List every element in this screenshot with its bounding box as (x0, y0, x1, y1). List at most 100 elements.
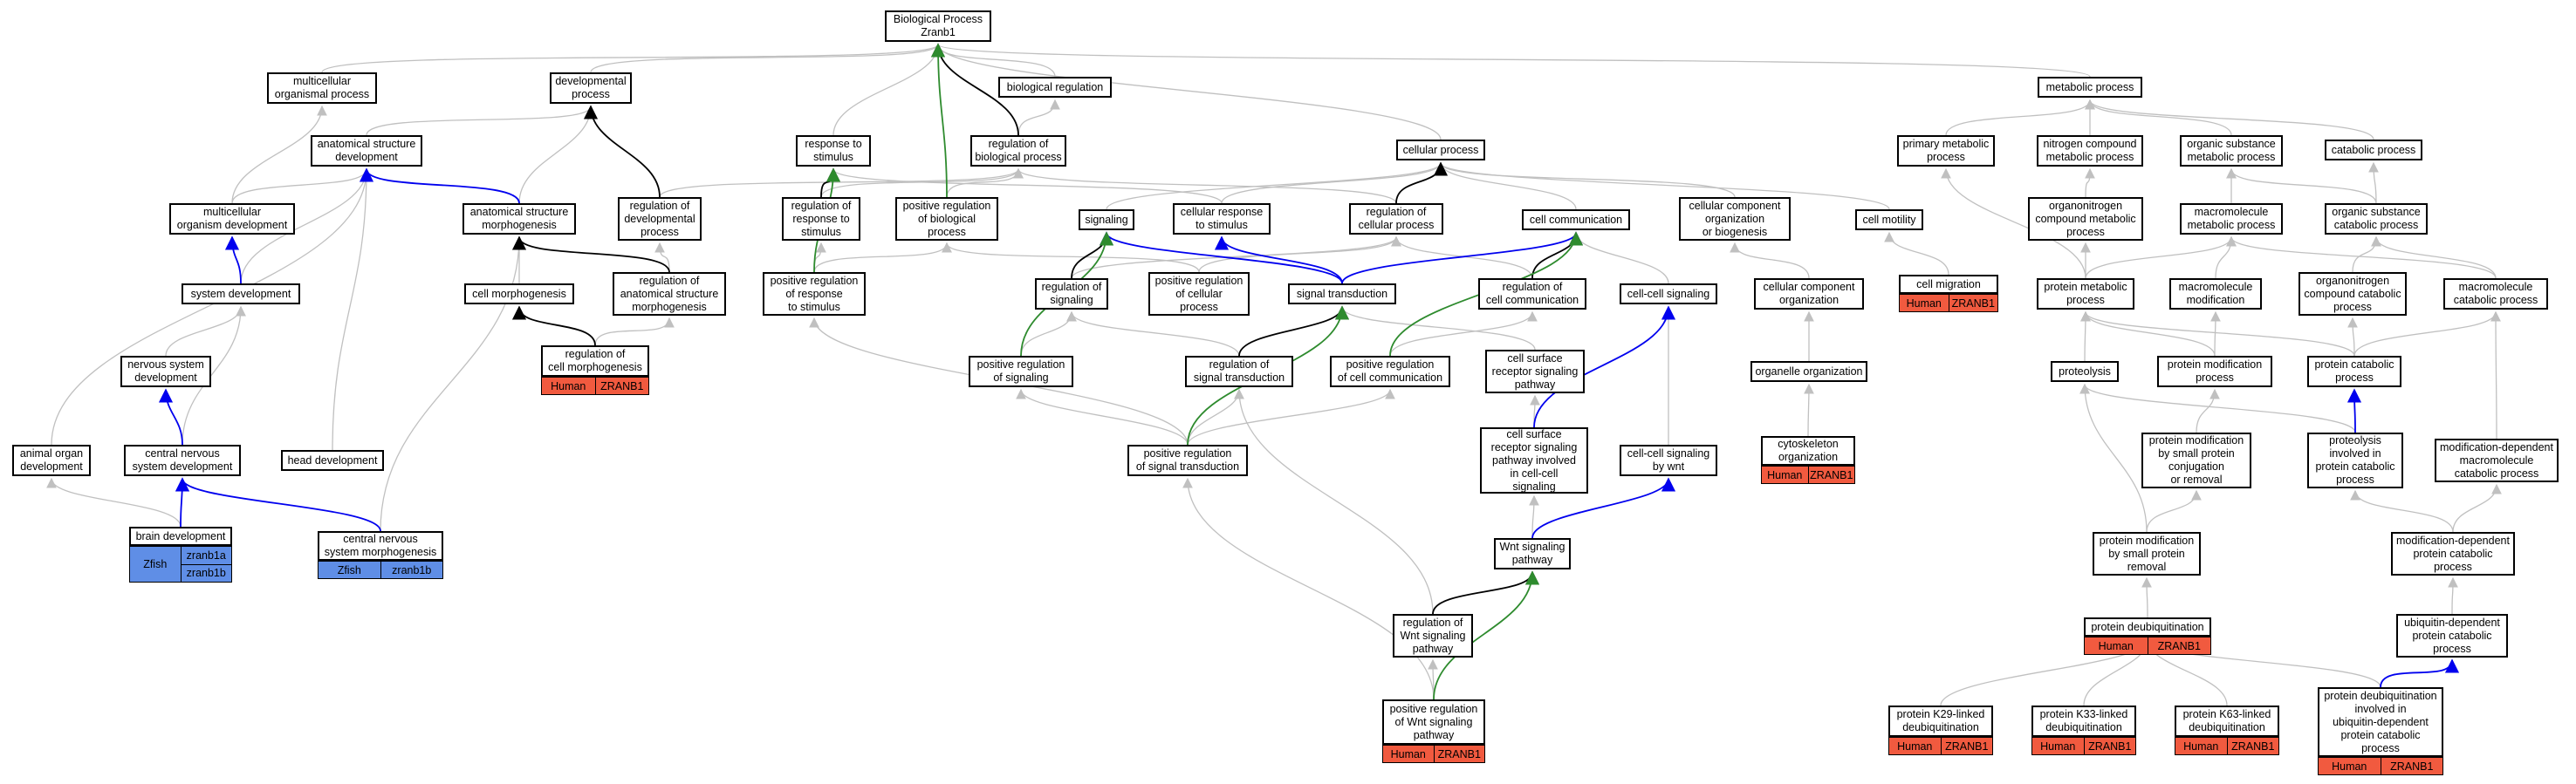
node-positive-regulation-of-response-to-stimulus[interactable]: positive regulation of response to stimu… (763, 272, 866, 316)
node-positive-regulation-of-signaling[interactable]: positive regulation of signaling (969, 356, 1073, 387)
node-system-development[interactable]: system development (182, 283, 300, 304)
edge-system-development-to-anatomical-structure-development (240, 167, 372, 284)
edge-protein-deubiquitination-involved-in-ubiquitin-dependent-protein-catabolic-process-to-ubiquitin-dependent-protein-catabolic-process (2380, 658, 2460, 688)
edge-central-nervous-system-development-to-nervous-system-development (158, 388, 183, 446)
edge-metabolic-process-to-biological-process-zranb1 (933, 43, 2091, 78)
node-multicellular-organism-development[interactable]: multicellular organism development (169, 203, 295, 235)
node-protein-catabolic-process[interactable]: protein catabolic process (2307, 356, 2401, 387)
node-response-to-stimulus[interactable]: response to stimulus (796, 135, 871, 167)
edge-cellular-process-to-biological-process-zranb1 (933, 43, 1442, 140)
node-metabolic-process[interactable]: metabolic process (2038, 77, 2142, 98)
node-regulation-of-response-to-stimulus[interactable]: regulation of response to stimulus (782, 197, 860, 241)
node-positive-regulation-of-signal-transduction[interactable]: positive regulation of signal transducti… (1127, 445, 1248, 476)
node-anatomical-structure-morphogenesis[interactable]: anatomical structure morphogenesis (462, 203, 576, 235)
species-human: Human (2032, 738, 2085, 754)
node-ubiquitin-dependent-protein-catabolic-process[interactable]: ubiquitin-dependent protein catabolic pr… (2396, 614, 2508, 658)
node-modification-dependent-protein-catabolic-process[interactable]: modification-dependent protein catabolic… (2391, 532, 2515, 576)
edge-developmental-process-to-biological-process-zranb1 (590, 43, 943, 73)
node-developmental-process[interactable]: developmental process (550, 72, 632, 104)
edge-organonitrogen-compound-metabolic-process-to-nitrogen-compound-metabolic-process (2085, 167, 2095, 198)
node-macromolecule-modification[interactable]: macromolecule modification (2169, 278, 2262, 310)
node-organic-substance-catabolic-process[interactable]: organic substance catabolic process (2325, 203, 2428, 235)
node-regulation-of-cell-morphogenesis[interactable]: regulation of cell morphogenesis (541, 345, 649, 377)
edge-anatomical-structure-morphogenesis-to-anatomical-structure-development (359, 167, 520, 204)
node-macromolecule-metabolic-process[interactable]: macromolecule metabolic process (2180, 203, 2283, 235)
node-positive-regulation-of-biological-process[interactable]: positive regulation of biological proces… (895, 197, 998, 241)
node-catabolic-process[interactable]: catabolic process (2325, 140, 2422, 160)
edge-protein-deubiquitination-to-protein-modification-by-small-protein-removal (2141, 576, 2152, 618)
node-cell-cell-signaling[interactable]: cell-cell signaling (1620, 283, 1717, 304)
edge-proteolysis-to-protein-metabolic-process (2080, 310, 2091, 362)
node-positive-regulation-of-cell-communication[interactable]: positive regulation of cell communicatio… (1330, 356, 1450, 387)
node-organic-substance-metabolic-process[interactable]: organic substance metabolic process (2180, 135, 2283, 167)
node-biological-process-zranb1[interactable]: Biological Process Zranb1 (885, 10, 991, 42)
node-cytoskeleton-organization[interactable]: cytoskeleton organization (1761, 436, 1855, 466)
node-protein-modification-by-small-protein-removal[interactable]: protein modification by small protein re… (2093, 532, 2201, 576)
node-proteolysis[interactable]: proteolysis (2051, 361, 2119, 382)
node-regulation-of-wnt-signaling-pathway[interactable]: regulation of Wnt signaling pathway (1393, 614, 1473, 658)
node-cellular-component-organization-or-biogenesis[interactable]: cellular component organization or bioge… (1679, 197, 1791, 241)
node-regulation-of-signaling[interactable]: regulation of signaling (1035, 278, 1108, 310)
node-regulation-of-developmental-process[interactable]: regulation of developmental process (618, 197, 702, 241)
edge-protein-catabolic-process-to-organonitrogen-compound-catabolic-process (2347, 317, 2358, 357)
edge-system-development-to-multicellular-organism-development (224, 235, 242, 284)
node-protein-deubiquitination-involved-in-ubiquitin-dependent-protein-catabolic-process[interactable]: protein deubiquitination involved in ubi… (2318, 687, 2443, 757)
node-signal-transduction[interactable]: signal transduction (1288, 283, 1396, 304)
node-regulation-of-signal-transduction[interactable]: regulation of signal transduction (1185, 356, 1293, 387)
node-regulation-of-anatomical-structure-morphogenesis[interactable]: regulation of anatomical structure morph… (613, 272, 726, 316)
node-head-development[interactable]: head development (281, 450, 384, 471)
edge-regulation-of-cellular-process-to-regulation-of-biological-process (1013, 167, 1397, 204)
node-regulation-of-cellular-process[interactable]: regulation of cellular process (1349, 203, 1443, 235)
node-protein-k63-linked-deubiquitination[interactable]: protein K63-linked deubiquitination (2175, 706, 2279, 737)
node-regulation-of-cell-communication[interactable]: regulation of cell communication (1478, 278, 1586, 310)
edge-protein-metabolic-process-to-macromolecule-metabolic-process (2085, 235, 2237, 279)
node-nitrogen-compound-metabolic-process[interactable]: nitrogen compound metabolic process (2037, 135, 2143, 167)
node-cell-morphogenesis[interactable]: cell morphogenesis (464, 283, 574, 304)
node-cell-cell-signaling-by-wnt[interactable]: cell-cell signaling by wnt (1620, 445, 1717, 476)
node-proteolysis-involved-in-protein-catabolic-process[interactable]: proteolysis involved in protein cataboli… (2307, 433, 2403, 488)
edge-central-nervous-system-morphogenesis-to-anatomical-structure-morphogenesis (380, 235, 524, 532)
node-cell-migration[interactable]: cell migration (1899, 275, 1998, 294)
edge-anatomical-structure-development-to-developmental-process (366, 105, 596, 136)
node-cell-surface-receptor-signaling-pathway[interactable]: cell surface receptor signaling pathway (1485, 350, 1585, 393)
node-protein-modification-process[interactable]: protein modification process (2157, 356, 2272, 387)
edge-modification-dependent-macromolecule-catabolic-process-to-macromolecule-catabolic-process (2490, 310, 2501, 440)
node-organonitrogen-compound-catabolic-process[interactable]: organonitrogen compound catabolic proces… (2299, 272, 2407, 316)
node-cellular-response-to-stimulus[interactable]: cellular response to stimulus (1173, 203, 1271, 235)
node-regulation-of-biological-process[interactable]: regulation of biological process (970, 135, 1066, 167)
edge-multicellular-organism-development-to-multicellular-organismal-process (231, 105, 327, 204)
node-cellular-component-organization[interactable]: cellular component organization (1754, 278, 1864, 310)
node-central-nervous-system-morphogenesis[interactable]: central nervous system morphogenesis (318, 531, 443, 561)
node-protein-k29-linked-deubiquitination[interactable]: protein K29-linked deubiquitination (1888, 706, 1993, 737)
node-macromolecule-catabolic-process[interactable]: macromolecule catabolic process (2443, 278, 2548, 310)
edge-cellular-component-organization-or-biogenesis-to-cellular-process (1435, 161, 1736, 198)
edge-organic-substance-metabolic-process-to-metabolic-process (2085, 99, 2232, 136)
node-cell-surface-receptor-signaling-pathway-involved-in-cell-cell-signaling[interactable]: cell surface receptor signaling pathway … (1480, 427, 1588, 494)
node-organonitrogen-compound-metabolic-process[interactable]: organonitrogen compound metabolic proces… (2028, 197, 2143, 241)
node-biological-regulation[interactable]: biological regulation (998, 77, 1112, 98)
node-nervous-system-development[interactable]: nervous system development (120, 356, 211, 387)
edge-protein-modification-by-small-protein-removal-to-proteolysis (2079, 383, 2148, 533)
node-animal-organ-development[interactable]: animal organ development (12, 445, 91, 476)
edge-protein-catabolic-process-to-macromolecule-catabolic-process (2353, 310, 2501, 357)
node-modification-dependent-macromolecule-catabolic-process[interactable]: modification-dependent macromolecule cat… (2435, 439, 2559, 482)
node-positive-regulation-of-wnt-signaling-pathway[interactable]: positive regulation of Wnt signaling pat… (1382, 699, 1485, 745)
edge-head-development-to-anatomical-structure-development (332, 167, 372, 451)
node-cellular-process[interactable]: cellular process (1396, 140, 1485, 160)
node-protein-metabolic-process[interactable]: protein metabolic process (2037, 278, 2134, 310)
node-anatomical-structure-development[interactable]: anatomical structure development (311, 135, 422, 167)
node-protein-k33-linked-deubiquitination[interactable]: protein K33-linked deubiquitination (2031, 706, 2136, 737)
node-cell-communication[interactable]: cell communication (1522, 209, 1630, 230)
node-multicellular-organismal-process[interactable]: multicellular organismal process (267, 72, 377, 104)
node-primary-metabolic-process[interactable]: primary metabolic process (1897, 135, 1995, 167)
node-organelle-organization[interactable]: organelle organization (1750, 361, 1867, 382)
node-protein-modification-by-small-protein-conjugation-or-removal[interactable]: protein modification by small protein co… (2141, 433, 2251, 488)
node-cell-motility[interactable]: cell motility (1855, 209, 1923, 230)
node-central-nervous-system-development[interactable]: central nervous system development (124, 445, 241, 476)
node-brain-development[interactable]: brain development (129, 527, 232, 546)
node-wnt-signaling-pathway[interactable]: Wnt signaling pathway (1494, 538, 1571, 569)
node-signaling[interactable]: signaling (1079, 209, 1134, 230)
node-protein-deubiquitination[interactable]: protein deubiquitination (2084, 617, 2211, 637)
node-positive-regulation-of-cellular-process[interactable]: positive regulation of cellular process (1148, 272, 1250, 316)
